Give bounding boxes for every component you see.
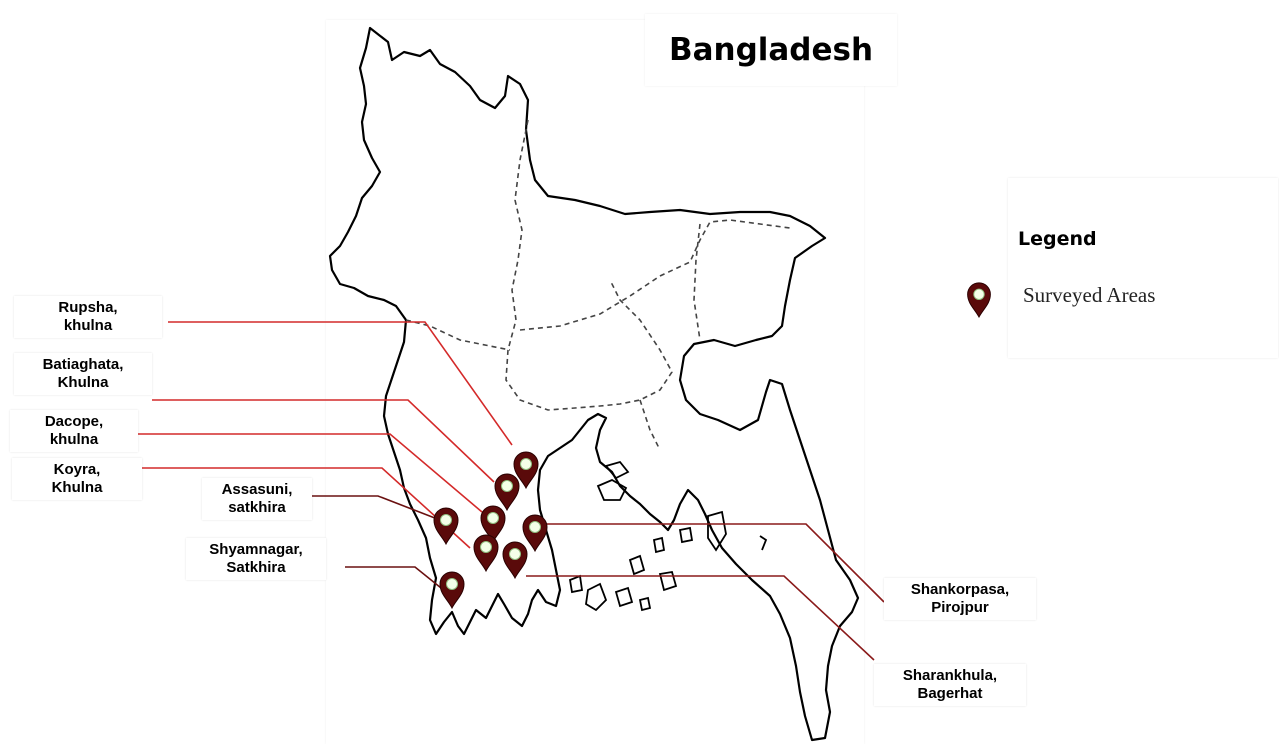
label-batiaghata: Batiaghata, Khulna	[14, 353, 152, 395]
map-pin-icon	[522, 514, 548, 553]
label-shyamnagar: Shyamnagar, Satkhira	[186, 538, 326, 580]
leader-line-batiaghata	[152, 399, 495, 483]
division-boundaries	[405, 119, 791, 451]
label-line: satkhira	[228, 499, 286, 516]
legend-item-label: Surveyed Areas	[1023, 283, 1156, 307]
label-line: Shyamnagar,	[209, 541, 303, 558]
leader-line-shyamnagar	[345, 566, 447, 593]
label-line: Satkhira	[226, 559, 286, 576]
surveyed-pins	[433, 451, 548, 610]
map-pin-icon	[473, 534, 499, 573]
legend: Legend Surveyed Areas	[1008, 178, 1278, 358]
label-line: khulna	[49, 431, 99, 448]
label-line: Khulna	[57, 374, 109, 391]
country-outline	[328, 26, 860, 742]
map-pin-icon	[967, 282, 991, 319]
label-sharankhula: Sharankhula, Bagerhat	[874, 664, 1026, 706]
label-line: Sharankhula,	[902, 667, 998, 684]
label-line: Khulna	[51, 479, 103, 496]
label-line: Dacope,	[44, 413, 104, 430]
map-pin-icon	[513, 451, 539, 490]
label-line: Batiaghata,	[42, 356, 124, 373]
label-dacope: Dacope, khulna	[10, 410, 138, 452]
leader-line-shankorpasa	[546, 523, 885, 603]
leader-line-rupsha	[168, 321, 513, 446]
label-rupsha: Rupsha, khulna	[14, 296, 162, 338]
leader-line-dacope	[130, 433, 483, 513]
label-assasuni: Assasuni, satkhira	[202, 478, 312, 520]
map-title: Bangladesh	[645, 14, 897, 86]
label-shankorpasa: Shankorpasa, Pirojpur	[884, 578, 1036, 620]
map-pin-icon	[502, 541, 528, 580]
legend-title: Legend	[1018, 228, 1097, 250]
map-pin-icon	[433, 507, 459, 546]
label-line: Pirojpur	[931, 599, 989, 616]
label-line: Koyra,	[53, 461, 101, 478]
label-koyra: Koyra, Khulna	[12, 458, 142, 500]
coastal-islands	[568, 460, 768, 612]
leader-line-assasuni	[310, 495, 441, 521]
map-pin-icon	[494, 473, 520, 512]
label-line: Rupsha,	[58, 299, 118, 316]
label-line: Shankorpasa,	[910, 581, 1010, 598]
map-pin-icon	[439, 571, 465, 610]
label-line: Bagerhat	[917, 685, 983, 702]
label-line: Assasuni,	[221, 481, 293, 498]
leader-lines	[130, 321, 885, 661]
label-line: khulna	[63, 317, 113, 334]
leader-line-sharankhula	[526, 575, 875, 661]
map-pin-icon	[480, 505, 506, 544]
